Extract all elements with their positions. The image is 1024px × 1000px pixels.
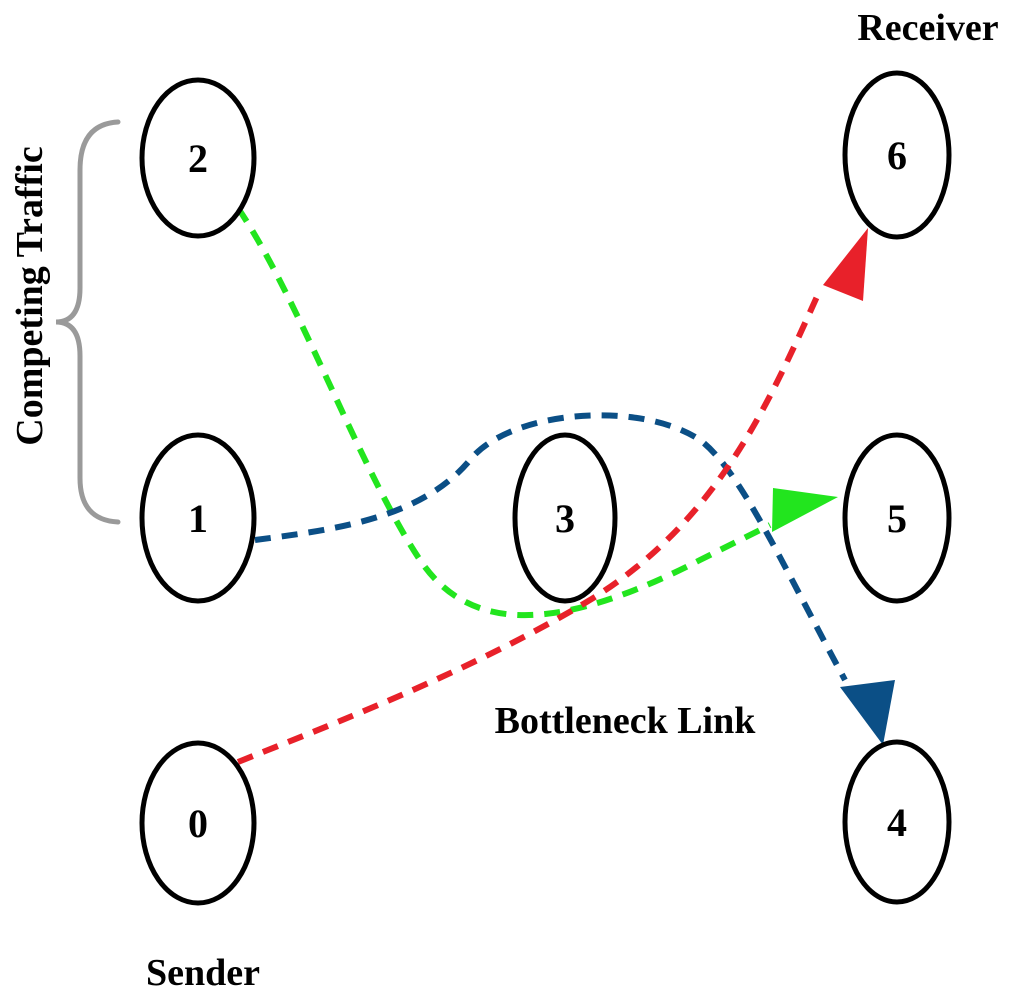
flow-0-to-6-arrowhead [823,228,868,301]
node-2: 2 [139,77,257,239]
node-6-label: 6 [887,133,907,178]
node-0: 0 [139,740,257,906]
sender-label: Sender [146,952,260,994]
node-3-label: 3 [555,496,575,541]
competing-traffic-label: Competing Traffic [9,146,51,445]
node-5: 5 [842,432,952,604]
node-6: 6 [842,70,952,240]
flow-1-to-4-arrowhead [840,680,895,745]
node-0-label: 0 [188,801,208,846]
node-4: 4 [842,739,952,905]
bottleneck-link-label: Bottleneck Link [495,700,757,742]
node-1: 1 [139,432,257,604]
flow-2-to-5 [235,206,772,619]
receiver-label: Receiver [857,7,998,49]
competing-traffic-brace [55,119,121,525]
node-5-label: 5 [887,496,907,541]
flow-1-to-4 [254,412,848,682]
node-2-label: 2 [188,136,208,181]
flow-0-to-6 [236,288,823,765]
flow-2-to-5-arrowhead [772,488,838,532]
node-3: 3 [512,432,618,604]
node-1-label: 1 [188,496,208,541]
node-4-label: 4 [887,800,907,845]
